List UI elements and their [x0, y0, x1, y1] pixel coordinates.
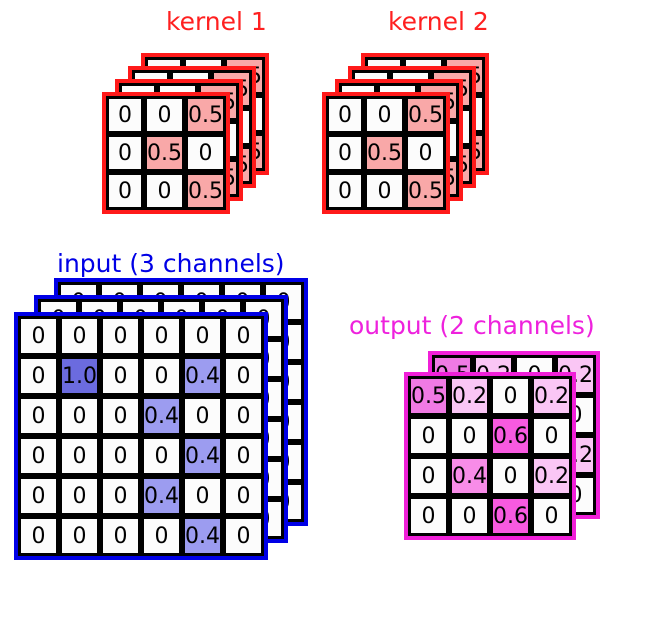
kernel-1-channel-front-cell-2-1: 0 [144, 172, 185, 210]
kernel-2-channel-front-cell-2-0: 0 [326, 172, 364, 210]
output-channel-front-cell-3-2: 0.6 [490, 496, 531, 536]
output-title: output (2 channels) [349, 311, 595, 340]
input-channel-front-cell-3-4: 0.4 [182, 436, 223, 476]
input-title: input (3 channels) [57, 249, 285, 278]
kernel-1-channel-front-cell-2-0: 0 [106, 172, 144, 210]
input-channel-front-cell-5-1: 0 [59, 516, 100, 556]
output-channel-front-cell-1-3: 0 [531, 416, 572, 456]
input-channel-front-cell-2-5: 0 [223, 396, 264, 436]
input-channel-front-cell-0-5: 0 [223, 316, 264, 356]
output-channel-front-cell-0-1: 0.2 [449, 376, 490, 416]
input-channel-front-cell-4-2: 0 [100, 476, 141, 516]
output-channel-front-cell-0-2: 0 [490, 376, 531, 416]
input-channel-front-cell-5-2: 0 [100, 516, 141, 556]
kernel-2-channel-front-cell-1-1: 0.5 [364, 134, 405, 172]
input-channel-front-cell-2-3: 0.4 [141, 396, 182, 436]
input-channel-front-cell-1-1: 1.0 [59, 356, 100, 396]
input-channel-front-cell-4-0: 0 [18, 476, 59, 516]
output-channel-front-cell-2-3: 0.2 [531, 456, 572, 496]
kernel-2-channel-front-cell-1-2: 0 [405, 134, 446, 172]
output-channel-front-cell-3-3: 0 [531, 496, 572, 536]
input-channel-front-cell-1-3: 0 [141, 356, 182, 396]
output-channel-front-cell-2-1: 0.4 [449, 456, 490, 496]
input-channel-front-cell-0-0: 0 [18, 316, 59, 356]
input-channel-front-cell-5-5: 0 [223, 516, 264, 556]
input-channel-front-cell-2-2: 0 [100, 396, 141, 436]
input-channel-front-cell-0-1: 0 [59, 316, 100, 356]
input-channel-front-cell-3-0: 0 [18, 436, 59, 476]
input-channel-front-cell-3-5: 0 [223, 436, 264, 476]
input-channel-front-cell-2-0: 0 [18, 396, 59, 436]
output-channel-front-cell-1-2: 0.6 [490, 416, 531, 456]
output-channel-front-cell-3-0: 0 [408, 496, 449, 536]
kernel-1-channel-front-cell-1-2: 0 [185, 134, 226, 172]
kernel-1-channel-front-cell-0-0: 0 [106, 96, 144, 134]
kernel-1-channel-front-cell-0-2: 0.5 [185, 96, 226, 134]
input-channel-front-cell-0-2: 0 [100, 316, 141, 356]
kernel-2-channel-front-cell-2-2: 0.5 [405, 172, 446, 210]
input-channel-front-cell-0-3: 0 [141, 316, 182, 356]
input-channel-front-cell-4-3: 0.4 [141, 476, 182, 516]
kernel-1-title: kernel 1 [166, 7, 267, 36]
output-channel-front-cell-2-0: 0 [408, 456, 449, 496]
kernel-2-title: kernel 2 [388, 7, 489, 36]
kernel-1-channel-front-cell-1-1: 0.5 [144, 134, 185, 172]
input-channel-front-cell-3-3: 0 [141, 436, 182, 476]
input-channel-front-cell-3-1: 0 [59, 436, 100, 476]
kernel-1-channel-front-cell-2-2: 0.5 [185, 172, 226, 210]
kernel-1-channel-front-cell-1-0: 0 [106, 134, 144, 172]
output-channel-front-cell-0-0: 0.5 [408, 376, 449, 416]
input-channel-front-cell-1-2: 0 [100, 356, 141, 396]
input-channel-front-cell-2-1: 0 [59, 396, 100, 436]
kernel-2-channel-front-cell-1-0: 0 [326, 134, 364, 172]
output-channel-front-cell-3-1: 0 [449, 496, 490, 536]
kernel-2-channel-front-cell-0-1: 0 [364, 96, 405, 134]
kernel-2-channel-front-cell-0-0: 0 [326, 96, 364, 134]
input-channel-front-cell-4-1: 0 [59, 476, 100, 516]
input-channel-front-cell-1-5: 0 [223, 356, 264, 396]
output-channel-front-cell-2-2: 0 [490, 456, 531, 496]
kernel-2-channel-front-cell-0-2: 0.5 [405, 96, 446, 134]
kernel-1-channel-front-cell-0-1: 0 [144, 96, 185, 134]
input-channel-front-cell-2-4: 0 [182, 396, 223, 436]
input-channel-front-cell-4-5: 0 [223, 476, 264, 516]
output-channel-front-cell-0-3: 0.2 [531, 376, 572, 416]
input-channel-front-cell-4-4: 0 [182, 476, 223, 516]
input-channel-front-cell-0-4: 0 [182, 316, 223, 356]
input-channel-front-cell-5-3: 0 [141, 516, 182, 556]
kernel-2-channel-front-cell-2-1: 0 [364, 172, 405, 210]
input-channel-front-cell-5-0: 0 [18, 516, 59, 556]
output-channel-front-cell-1-1: 0 [449, 416, 490, 456]
input-channel-front-cell-1-4: 0.4 [182, 356, 223, 396]
input-channel-front-cell-3-2: 0 [100, 436, 141, 476]
input-channel-front-cell-1-0: 0 [18, 356, 59, 396]
input-channel-front-cell-5-4: 0.4 [182, 516, 223, 556]
output-channel-front-cell-1-0: 0 [408, 416, 449, 456]
